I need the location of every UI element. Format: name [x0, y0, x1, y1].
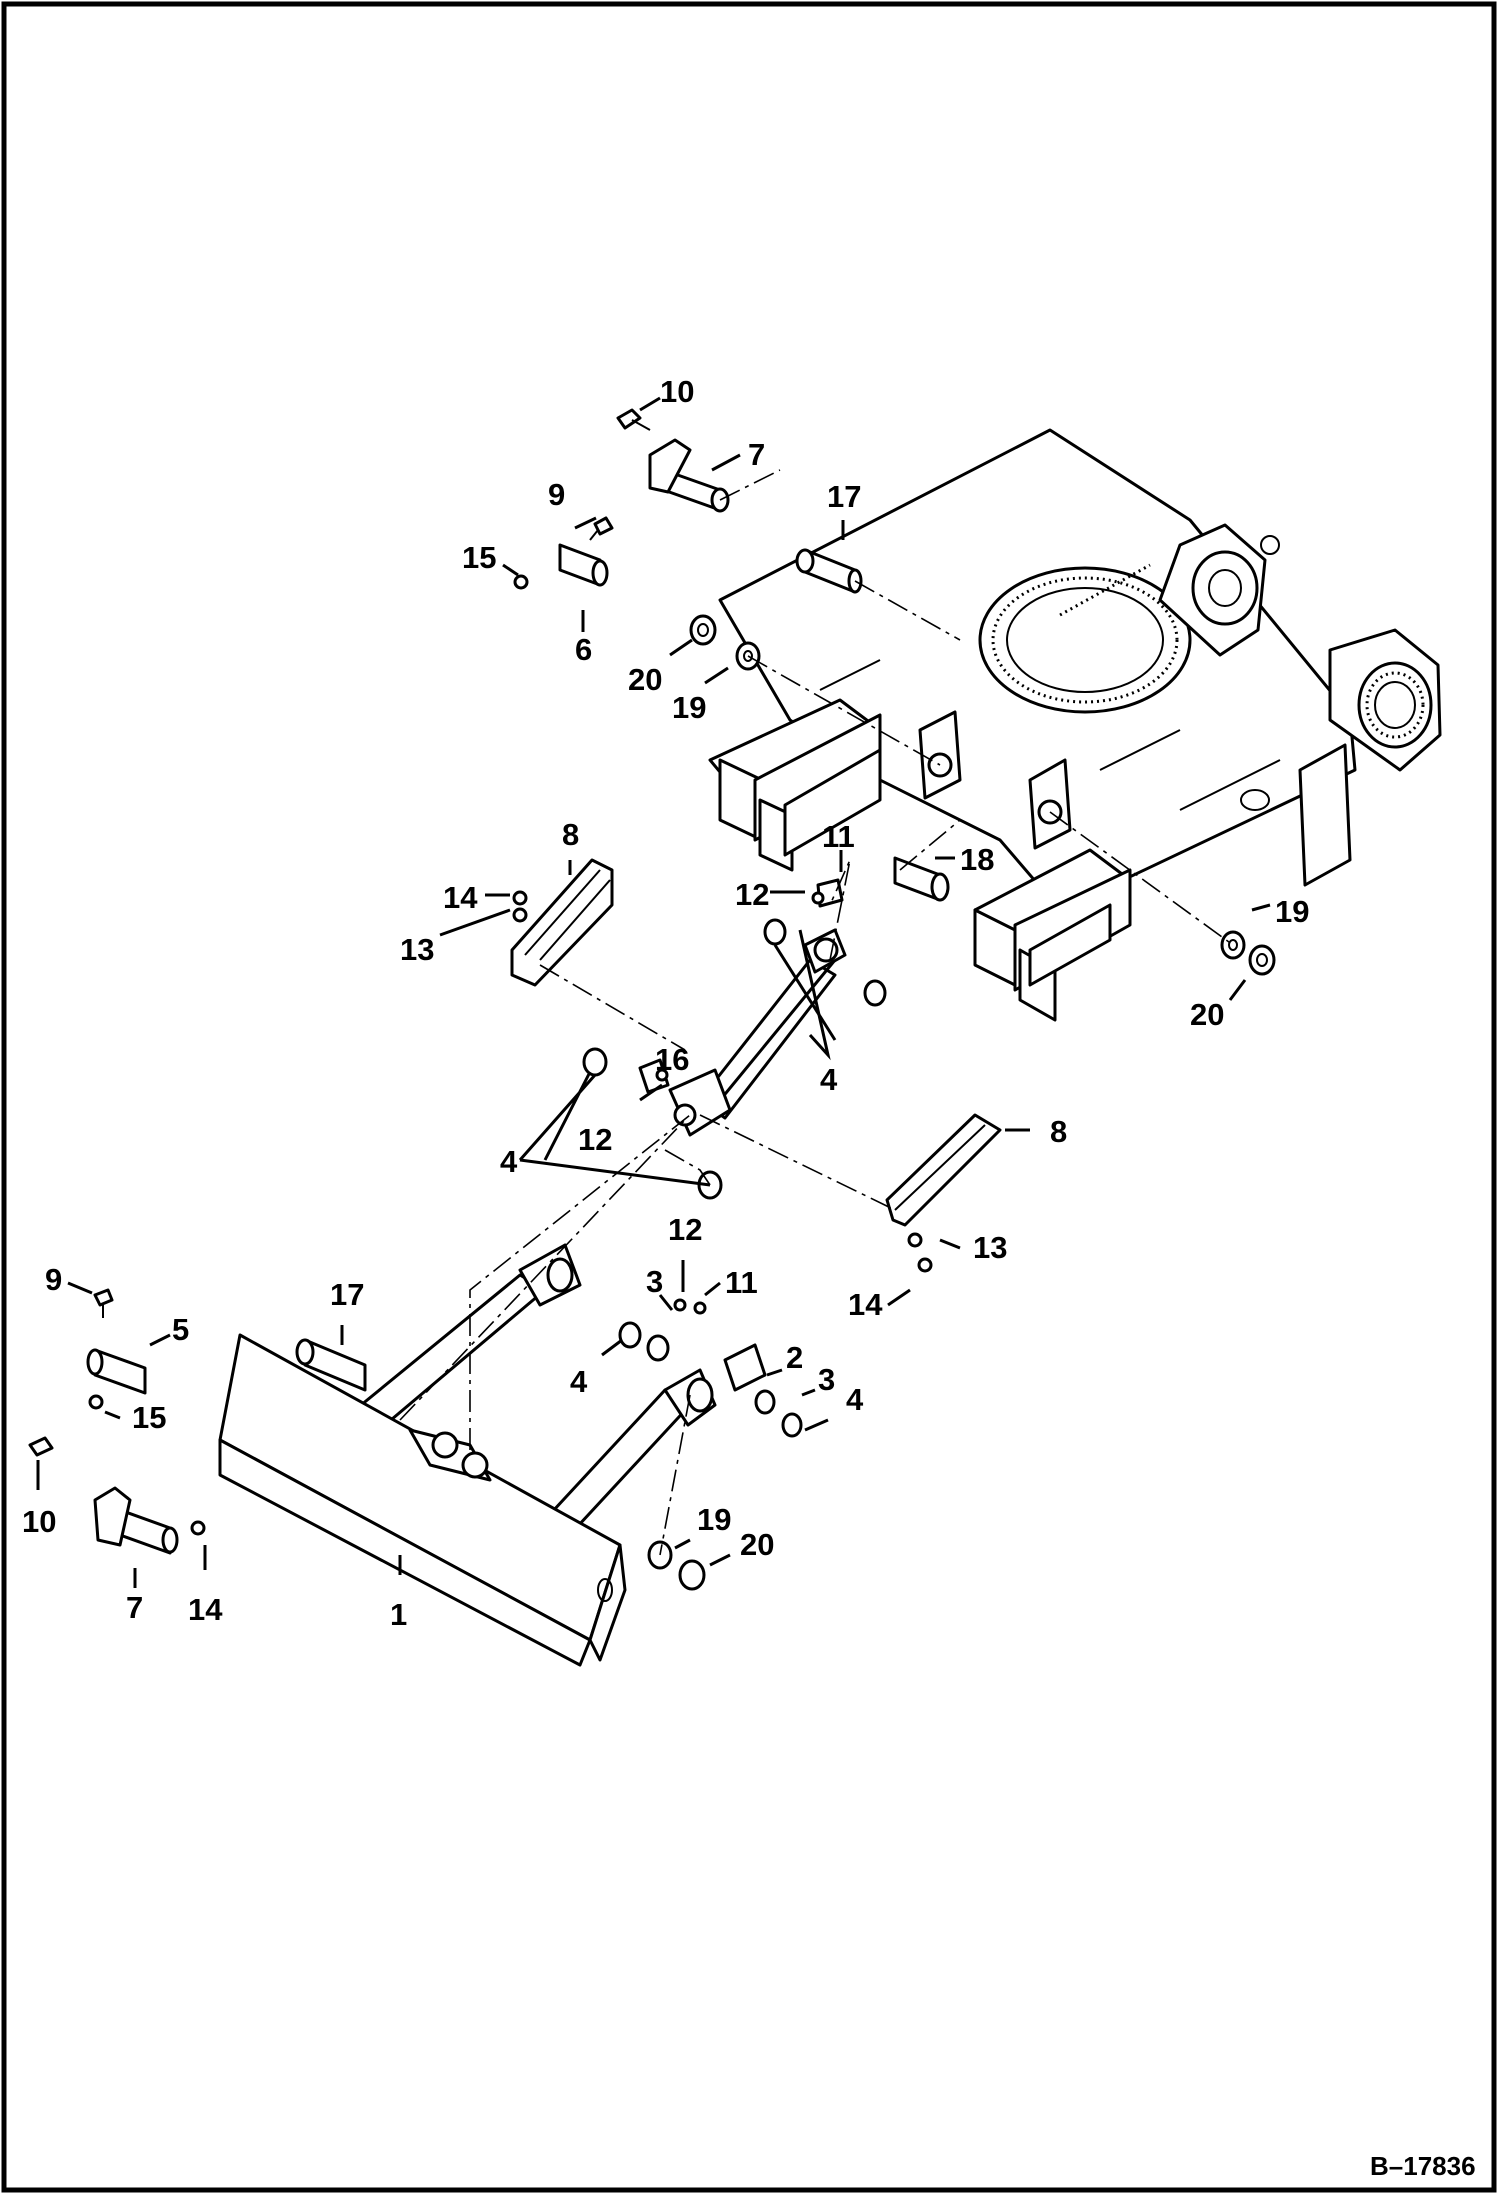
callout-20-top: 20 [628, 662, 662, 697]
cover-8-right [885, 1113, 1002, 1227]
callout-10-low: 10 [22, 1504, 56, 1539]
nut-14-low [190, 1520, 206, 1536]
pin-17-low [295, 1338, 367, 1392]
callout-14-right: 14 [848, 1287, 883, 1322]
blade-arm-left [353, 1243, 582, 1427]
callout-18: 18 [960, 842, 994, 877]
callout-4-mid: 4 [820, 1062, 838, 1097]
nut-15-top [513, 574, 529, 590]
callout-3-a: 3 [646, 1264, 663, 1299]
washers-19-20-right [1220, 930, 1276, 976]
callout-20-right: 20 [1190, 997, 1224, 1032]
callout-16: 16 [655, 1042, 689, 1077]
figure-id-label: B–17836 [1370, 2151, 1476, 2181]
callout-2: 2 [786, 1340, 803, 1375]
callout-5: 5 [172, 1312, 189, 1347]
callout-19-low: 19 [697, 1502, 731, 1537]
callout-3-b: 3 [818, 1362, 835, 1397]
callout-17-low: 17 [330, 1277, 364, 1312]
callout-10-top: 10 [660, 374, 694, 409]
callout-11-low: 11 [725, 1265, 758, 1300]
callout-11-top: 11 [822, 819, 855, 854]
pin-7-top [648, 438, 730, 513]
fasteners-13-14 [512, 890, 933, 1273]
callout-13-right: 13 [973, 1230, 1007, 1265]
callout-15-low: 15 [132, 1400, 166, 1435]
callout-20-low: 20 [740, 1527, 774, 1562]
callout-8-left: 8 [562, 817, 579, 852]
callout-19-top: 19 [672, 690, 706, 725]
callout-12-low: 12 [668, 1212, 702, 1247]
callout-4-low-left: 4 [570, 1364, 588, 1399]
washers-19-20-top [689, 614, 761, 671]
callout-14-low: 14 [188, 1592, 223, 1627]
pin-18 [893, 856, 950, 902]
callout-7-low: 7 [126, 1590, 143, 1625]
cover-8-left [510, 858, 614, 987]
callout-9-top: 9 [548, 477, 565, 512]
washers-19-20-low [647, 1540, 706, 1591]
callout-1: 1 [390, 1597, 407, 1632]
center-lines [399, 469, 1234, 1556]
pin-17-top [795, 548, 863, 594]
callout-labels: 10 7 9 17 15 6 20 19 8 11 14 12 18 13 19… [22, 374, 1309, 1632]
pin-7-low [93, 1486, 179, 1555]
blade-cylinder [668, 928, 847, 1137]
callout-8-right: 8 [1050, 1114, 1067, 1149]
callout-13-top: 13 [400, 932, 434, 967]
nut-15-low [88, 1394, 104, 1410]
pin-6 [558, 543, 609, 587]
callout-12-top: 12 [735, 877, 769, 912]
bolt-10-low [28, 1436, 54, 1457]
callout-19-right: 19 [1275, 894, 1309, 929]
callout-6: 6 [575, 632, 592, 667]
clip-11-12-upper [811, 878, 844, 908]
rod-end-parts [618, 1298, 803, 1438]
callout-14-top: 14 [443, 880, 478, 915]
callout-4-low-right: 4 [846, 1382, 864, 1417]
bolt-10-top [616, 408, 651, 431]
pin-5 [86, 1348, 147, 1395]
callout-4-left: 4 [500, 1144, 518, 1179]
bolt-9-top [589, 516, 614, 541]
callout-15-top: 15 [462, 540, 496, 575]
blade-arm-right [538, 1368, 717, 1542]
callout-9-low: 9 [45, 1262, 62, 1297]
callout-17-top: 17 [827, 479, 861, 514]
leader-lines [36, 396, 1271, 1588]
callout-12-mid: 12 [578, 1122, 612, 1157]
blade-1 [218, 1333, 627, 1667]
undercarriage-frame [708, 428, 1442, 1022]
bolt-9-low [93, 1288, 114, 1318]
callout-7-top: 7 [748, 437, 765, 472]
